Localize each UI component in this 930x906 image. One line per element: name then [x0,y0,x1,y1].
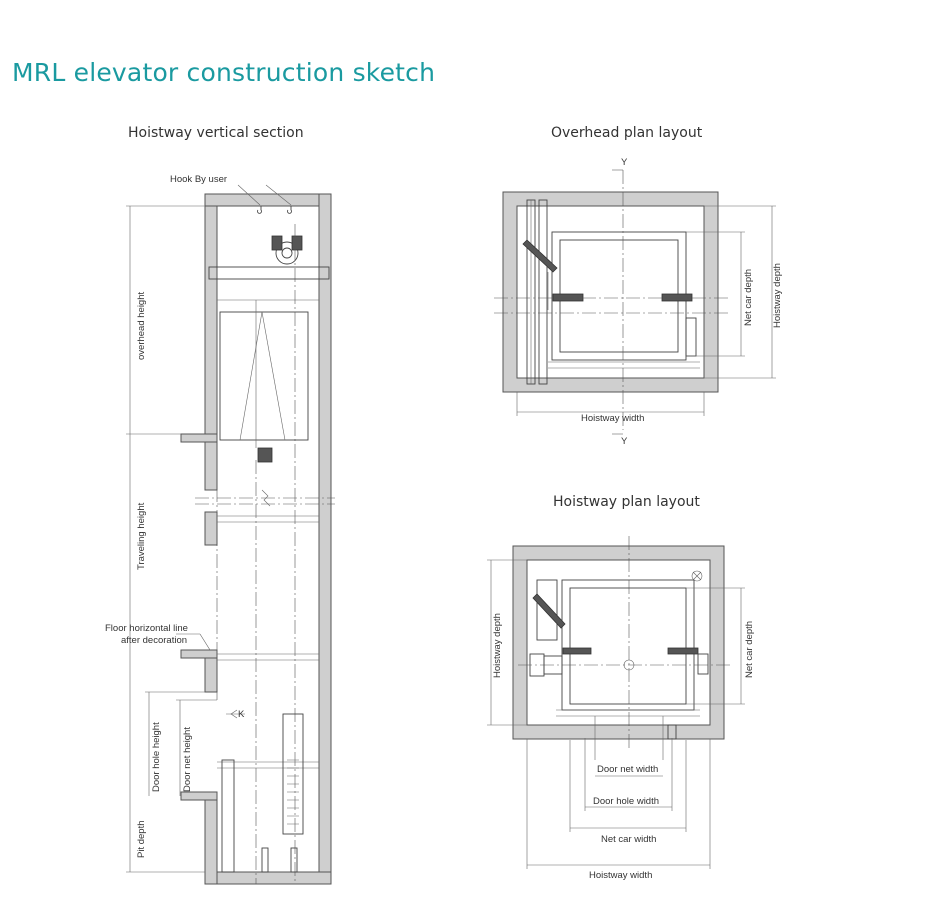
pit-depth-label: Pit depth [136,821,147,859]
left-wall-mid2 [204,511,218,546]
overhead-hoistway-width-label: Hoistway width [581,413,644,424]
left-wall-upper [204,193,218,439]
hoistway-plan-drawing: Hoistway depth Net car depth Door net wi… [487,536,755,881]
floor-slab-lower [180,791,218,801]
floor-slab-mid [180,649,218,659]
overhead-y-top: Y [621,157,628,168]
k-marker-label: K [238,709,245,720]
traveling-height-label: Traveling height [136,502,147,570]
hoistway-width-label: Hoistway width [589,870,652,881]
elevator-car [219,311,309,441]
overhead-net-car-depth-label: Net car depth [743,269,754,326]
door-net-width-label: Door net width [597,764,658,775]
pit-slab [204,871,332,885]
left-wall-mid [204,441,218,491]
floor-line-label-2: after decoration [121,635,187,646]
hoistway-depth-label: Hoistway depth [492,613,503,678]
cross-symbol [691,570,703,582]
door-hole-width-label: Door hole width [593,796,659,807]
left-wall-door [204,657,218,693]
hoistway-net-car-depth-label: Net car depth [744,621,755,678]
net-car-width-label: Net car width [601,834,656,845]
floor-slab-upper [180,433,218,443]
overhead-plan-heading: Overhead plan layout [551,125,703,141]
overhead-plan-drawing: Y Y Net car depth Hoistway depth Hoistwa… [494,157,783,447]
right-wall [318,193,332,885]
vertical-section-heading: Hoistway vertical section [128,125,304,141]
overhead-y-bottom: Y [621,436,628,447]
door-hole-height-label: Door hole height [151,722,162,792]
page-title: MRL elevator construction sketch [12,58,436,87]
hook-label: Hook By user [170,174,227,185]
hoistway-plan-heading: Hoistway plan layout [553,494,700,510]
hook-left [257,206,262,214]
top-slab [204,193,332,207]
overhead-height-label: overhead height [136,292,147,360]
floor-line-label-1: Floor horizontal line [105,623,188,634]
door-net-height-label: Door net height [182,727,193,792]
hook-right [287,206,292,214]
overhead-hoistway-depth-label: Hoistway depth [772,263,783,328]
vertical-section-drawing: Hook By user [105,174,335,885]
hoistway-walls [512,545,725,740]
left-wall-pit [204,795,218,885]
traction-machine [275,241,299,265]
